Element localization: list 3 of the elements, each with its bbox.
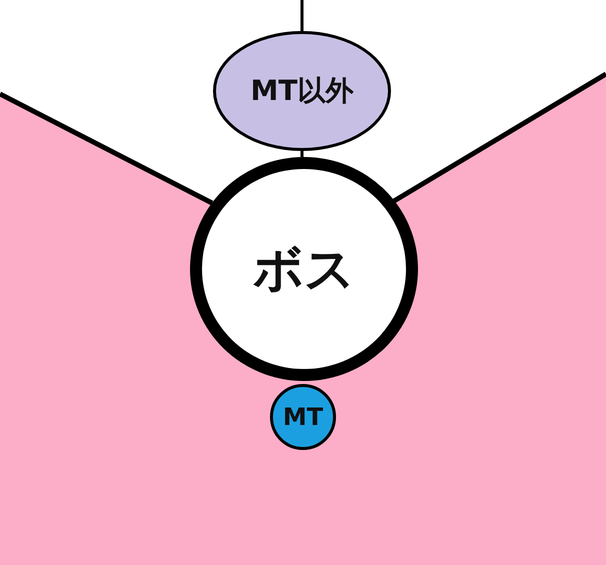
group-ellipse: MT以外 — [213, 31, 391, 151]
connector-line — [300, 151, 304, 157]
connector-line — [300, 0, 304, 31]
